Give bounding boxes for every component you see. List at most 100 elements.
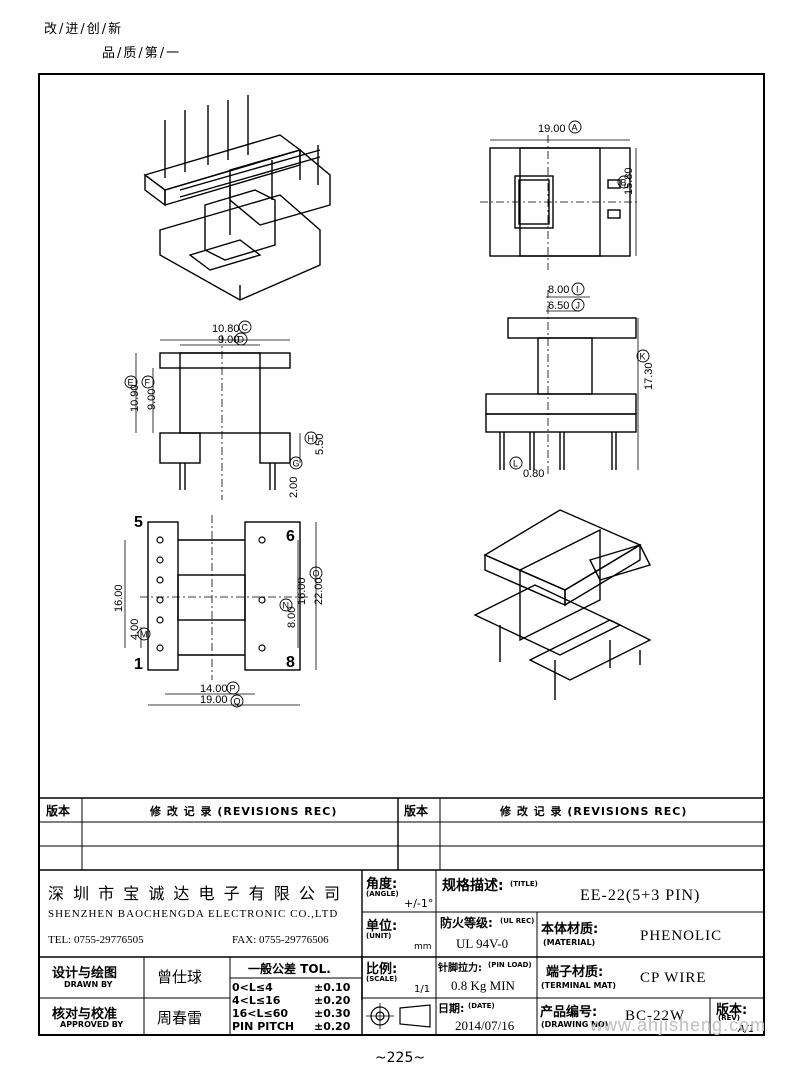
date-value: 2014/07/16 — [455, 1018, 515, 1033]
date-label: 日期: — [438, 1002, 465, 1015]
label-n: N — [279, 598, 293, 612]
material-value: PHENOLIC — [640, 928, 723, 944]
page-number: ~225~ — [374, 1050, 426, 1066]
label-f: F — [141, 375, 155, 389]
tol-title: 一般公差 TOL. — [248, 962, 331, 976]
slogan-line1: 改/进/创/新 — [44, 22, 124, 37]
rev-value: A/1 — [738, 1024, 755, 1035]
rev-en: (REV) — [718, 1014, 740, 1022]
svg-text:P: P — [230, 684, 236, 694]
drawing-no-en: (DRAWING NO) — [541, 1020, 609, 1029]
tol-range-1: 0<L≤4 — [232, 981, 273, 994]
projection-symbol — [366, 1003, 431, 1029]
dim-e-text: 10.90 — [129, 384, 141, 412]
fire-value: UL 94V-0 — [456, 936, 509, 951]
title-value: EE-22(5+3 PIN) — [580, 887, 701, 904]
approved-value: 周春雷 — [157, 1009, 203, 1027]
label-c: C — [238, 320, 252, 334]
terminal-value: CP WIRE — [640, 970, 707, 986]
side-view — [485, 290, 639, 475]
dim-f-text: 9.00 — [146, 389, 158, 410]
angle-value: +/-1° — [404, 897, 434, 910]
dim-i-text: 8.00 — [548, 284, 569, 296]
drawn-en: DRAWN BY — [64, 980, 113, 989]
angle-label: 角度: — [366, 877, 398, 892]
pin-1-label: 1 — [134, 656, 143, 673]
dim-h-text: 5.50 — [314, 434, 326, 455]
svg-text:M: M — [140, 630, 148, 640]
company-cn: 深 圳 市 宝 诚 达 电 子 有 限 公 司 — [48, 884, 342, 903]
angle-en: (ANGLE) — [366, 890, 399, 898]
fire-label: 防火等级: — [440, 916, 493, 930]
svg-text:A: A — [572, 123, 578, 133]
terminal-label: 端子材质: — [546, 965, 604, 980]
approved-label: 核对与校准 — [52, 1007, 118, 1022]
label-b: B — [617, 175, 631, 189]
unit-value: mm — [414, 942, 432, 952]
pin-8-label: 8 — [286, 654, 295, 671]
terminal-en: (TERMINAL MAT) — [541, 981, 617, 990]
dim-d-text: 9.00 — [218, 334, 239, 346]
slogan-line2: 品/质/第/一 — [102, 46, 182, 61]
drawing-no-label: 产品编号: — [540, 1005, 598, 1020]
date-en: (DATE) — [468, 1002, 495, 1010]
dim-k-text: 17.30 — [643, 362, 655, 390]
label-g: G — [289, 456, 303, 470]
unit-label: 单位: — [366, 919, 398, 934]
material-en: (MATERIAL) — [543, 938, 596, 947]
scale-en: (SCALE) — [366, 975, 398, 983]
label-q: Q — [230, 694, 244, 708]
isometric-view-bottom — [473, 509, 652, 700]
tol-value-3: ±0.30 — [314, 1007, 351, 1020]
dim-c-text: 10.80 — [212, 323, 240, 335]
dim-a-text: 19.00 — [538, 123, 566, 135]
label-d: D — [234, 332, 248, 346]
label-h: H — [304, 431, 318, 445]
svg-text:F: F — [145, 378, 151, 388]
top-view — [480, 135, 640, 270]
material-label: 本体材质: — [541, 922, 599, 937]
isometric-view-top — [143, 95, 331, 301]
front-view — [135, 335, 301, 500]
label-l: L — [509, 456, 523, 470]
company-fax: FAX: 0755-29776506 — [232, 934, 329, 946]
label-o: O — [309, 566, 323, 580]
bottom-view — [124, 515, 317, 706]
scale-label: 比例: — [366, 962, 398, 977]
label-j: J — [571, 298, 585, 312]
approved-en: APPROVED BY — [60, 1020, 124, 1029]
rev-col4: 修 改 记 录 (REVISIONS REC) — [500, 805, 688, 818]
svg-text:H: H — [308, 434, 315, 444]
tol-range-4: PIN PITCH — [232, 1020, 295, 1033]
rev-col2: 修 改 记 录 (REVISIONS REC) — [150, 805, 338, 818]
dim-16b-text: 16.00 — [296, 577, 308, 605]
dim-l-text: 0.80 — [523, 468, 544, 480]
label-k: K — [636, 349, 650, 363]
title-en: (TITLE) — [510, 880, 538, 888]
company-en: SHENZHEN BAOCHENGDA ELECTRONIC CO.,LTD — [48, 908, 339, 920]
label-e: E — [124, 375, 138, 389]
svg-text:N: N — [283, 601, 290, 611]
dim-j-text: 6.50 — [548, 300, 569, 312]
tol-value-1: ±0.10 — [314, 981, 351, 994]
dim-16-text: 16.00 — [113, 584, 125, 612]
label-i: I — [571, 282, 585, 296]
watermark: www.ahjisheng.com — [590, 1015, 767, 1035]
drawn-label: 设计与绘图 — [52, 966, 118, 981]
svg-text:G: G — [293, 459, 300, 469]
tol-value-4: ±0.20 — [314, 1020, 351, 1033]
dim-19-text: 19.00 — [200, 694, 228, 706]
svg-text:J: J — [576, 301, 581, 311]
pinload-value: 0.8 Kg MIN — [451, 978, 515, 993]
svg-text:K: K — [640, 352, 646, 362]
dim-14-text: 14.00 — [200, 683, 228, 695]
label-p: P — [226, 681, 240, 695]
drawn-value: 曾仕球 — [157, 968, 203, 986]
pinload-label: 针脚拉力: — [438, 963, 482, 974]
pin-6-label: 6 — [286, 528, 295, 545]
rev-col3: 版本 — [404, 804, 429, 818]
company-tel: TEL: 0755-29776505 — [48, 934, 144, 946]
svg-text:D: D — [238, 335, 245, 345]
unit-en: (UNIT) — [366, 932, 392, 940]
